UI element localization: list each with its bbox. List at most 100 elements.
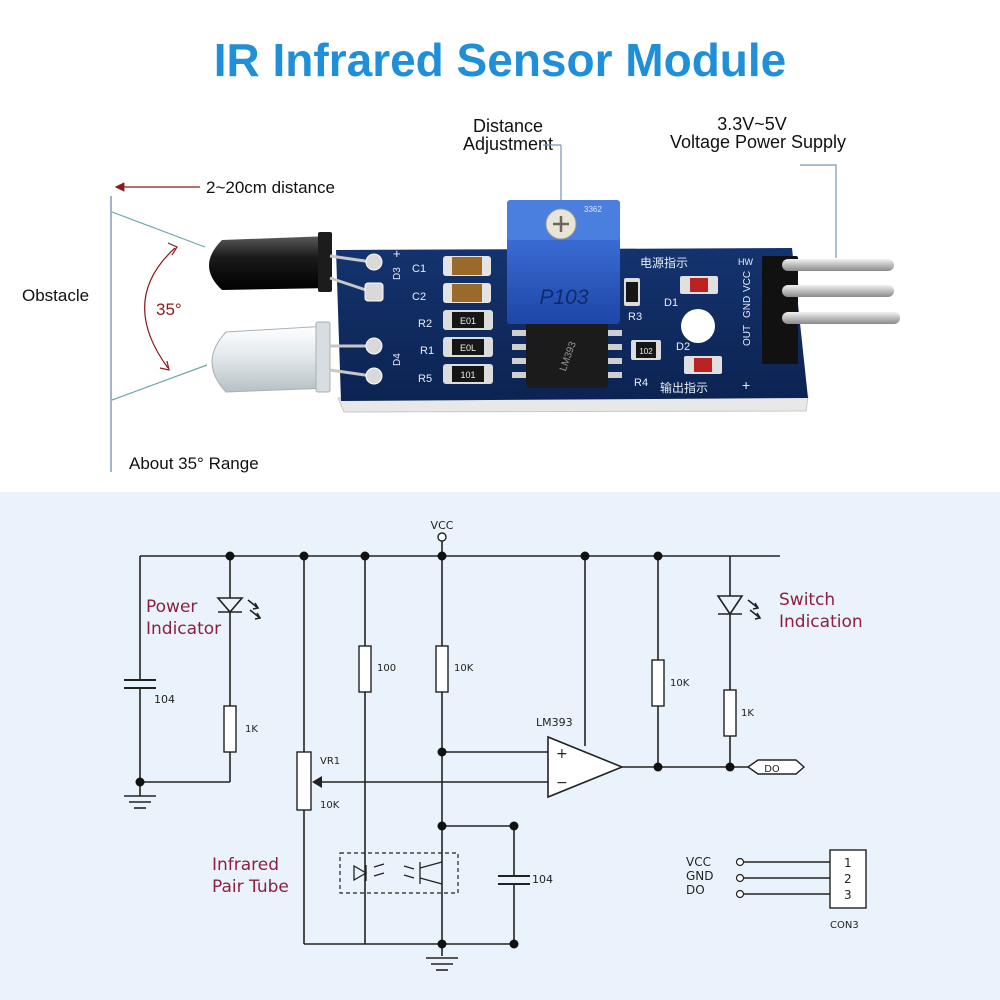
res-r4-body [636,342,656,358]
cap-left-value: 104 [154,693,175,706]
ground-left-icon [124,795,156,809]
pin-label-vcc: VCC [742,271,753,292]
led-d1-chip [690,278,708,292]
vr1-wiper-arrow-icon [312,776,322,788]
pot-code: 3362 [584,205,602,214]
resistor-10k-pullup-value: 10K [670,678,690,689]
chip-body [526,320,608,388]
designator-d1: D1 [664,297,678,309]
power-indicator-label-line1: Power [146,597,197,617]
connector-terminal-1 [735,857,745,867]
resistor-100 [358,645,372,693]
range-upper-line [111,211,206,248]
pad-d3-b [364,282,384,302]
pot-label: P103 [539,286,588,309]
pin-vcc [782,259,894,271]
res-r5-body [452,366,484,382]
lm393-comparator [547,735,625,799]
pin-gnd [782,285,894,297]
connector-label-do: DO [686,883,705,897]
res-r4-code: 102 [639,347,653,356]
designator-d2: D2 [676,341,690,353]
designator-c1: C1 [412,263,426,275]
connector-terminal-3 [735,889,745,899]
designator-c2: C2 [412,291,426,303]
res-r3-body [626,282,638,302]
designator-d4: D4 [392,353,403,366]
infrared-pair-box [339,852,459,894]
pin-label-gnd: GND [742,296,753,318]
vr1-label: VR1 [320,756,340,767]
designator-d3: D3 [392,267,403,280]
hw-mark: HW [738,257,753,267]
designator-r3: R3 [628,311,642,323]
lm393-chip: LM393 [512,320,622,388]
pin-out [782,312,900,324]
pad-d3-a [365,253,383,271]
clear-led-body [211,325,331,393]
sensor-board: D3 D4 + C1 C2 R2 R1 R5 E01 E0L 101 [209,200,900,413]
plus-mark-bottom: + [742,377,750,393]
clear-led-leg2 [329,368,373,378]
connector-pin-2: 2 [844,872,852,886]
clear-led-rim [315,321,331,393]
do-output-terminal [746,759,806,775]
resistor-1k-power [223,705,237,753]
pin-header-housing [762,256,798,364]
res-r5-code: 101 [460,370,475,380]
op-amp-minus-input: − [556,775,568,791]
power-supply-leader [800,164,837,258]
infrared-pair-label-line1: Infrared [212,855,279,875]
range-angle-label: 35° [156,300,182,319]
resistor-100-value: 100 [377,663,396,674]
cap-right-value: 104 [532,873,553,886]
connector-pin-3: 3 [844,888,852,902]
res-r2-code: E01 [460,316,476,326]
pin-header [762,256,900,364]
designator-r2: R2 [418,318,432,330]
switch-indication-label-line1: Switch [779,590,835,610]
cap-c1-body [452,257,482,275]
op-amp-plus-input: + [556,746,568,762]
range-angle-arc [144,247,176,369]
black-led-rim [318,232,332,292]
pad-d4-a [365,337,383,355]
angle-arrow-up-icon [167,242,178,256]
con3-connector [829,849,867,909]
power-supply-label-line1: 3.3V~5V [717,114,787,134]
range-lower-line [111,364,208,401]
range-distance-label: 2~20cm distance [206,178,335,197]
chinese-output-label: 输出指示 [660,380,708,395]
mounting-hole [681,309,715,343]
phototransistor-icon [403,861,443,885]
vcc-label: VCC [431,519,454,532]
resistor-1k-switch-value: 1K [741,708,754,719]
schematic-background [0,492,1000,1000]
ir-emitter-diode-icon [353,863,385,882]
power-supply-label-line2: Voltage Power Supply [670,132,846,152]
switch-led-icon [716,595,762,620]
photo-section: IR Infrared Sensor Module Distance Adjus… [22,34,900,473]
designator-r1: R1 [420,345,434,357]
resistor-1k-power-value: 1K [245,724,258,735]
plus-mark-top: + [393,246,401,261]
pad-d4-b [365,367,383,385]
vr1-value: 10K [320,800,340,811]
distance-adjustment-label-line1: Distance [473,116,543,136]
connector-label-gnd: GND [686,869,714,883]
pin-label-out: OUT [742,325,753,346]
page-title: IR Infrared Sensor Module [214,34,787,86]
do-output-label: DO [764,764,780,775]
distance-adjustment-label-line2: Adjustment [463,134,553,154]
ground-center-icon [426,957,458,971]
vr1-potentiometer [296,751,312,811]
connector-label-vcc: VCC [686,855,711,869]
distance-potentiometer[interactable]: 3362 P103 [507,200,620,324]
black-led-body [209,236,332,290]
capacitor-left [124,679,156,689]
chinese-power-label: 电源指示 [640,255,688,270]
connector-pin-1: 1 [844,856,852,870]
power-indicator-label-line2: Indicator [146,619,221,639]
pot-body [507,232,620,324]
